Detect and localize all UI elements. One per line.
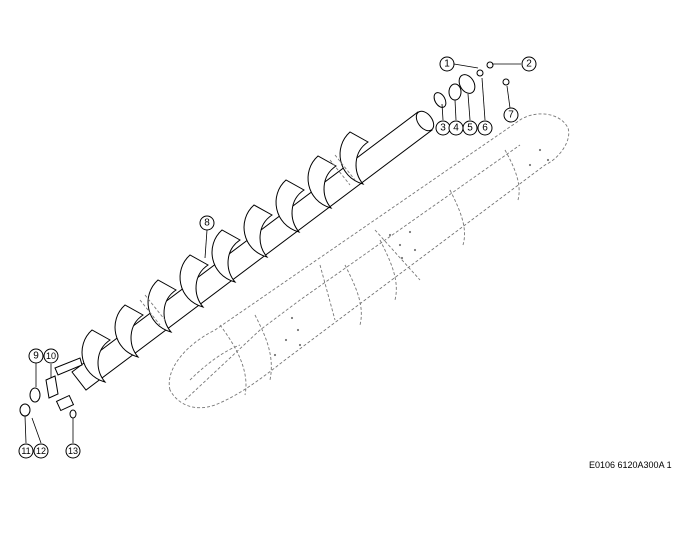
callout-3: 3 [435,120,451,136]
callout-label: 1 [444,59,450,70]
drawing-reference-code: E0106 6120A300A 1 [589,460,672,470]
callout-label: 8 [204,218,210,229]
callout-label: 10 [46,351,56,361]
callout-10: 10 [43,348,59,364]
housing-rivets [273,148,550,357]
callout-label: 11 [21,446,30,456]
upper-end-hardware [433,61,510,108]
callout-12: 12 [33,443,49,459]
auger-housing-outline [168,113,570,409]
callout-11: 11 [18,443,34,459]
callout-7: 7 [503,107,519,123]
callout-5: 5 [462,120,478,136]
callout-label: 7 [508,110,514,121]
callout-label: 4 [453,123,459,134]
auger-flighting [81,131,369,383]
callout-2: 2 [521,56,537,72]
callout-label: 6 [482,123,488,134]
lower-end-hardware [19,357,83,419]
callout-6: 6 [477,120,493,136]
callout-9: 9 [28,348,44,364]
callout-1: 1 [439,56,455,72]
callout-label: 2 [526,59,532,70]
callout-8: 8 [199,215,215,231]
callout-4: 4 [448,120,464,136]
callout-label: 9 [33,351,39,362]
callout-label: 12 [36,446,46,456]
callout-label: 5 [467,123,473,134]
callout-label: 13 [68,446,78,456]
leader-lines [24,63,521,444]
callout-label: 3 [440,123,446,134]
callout-13: 13 [65,443,81,459]
